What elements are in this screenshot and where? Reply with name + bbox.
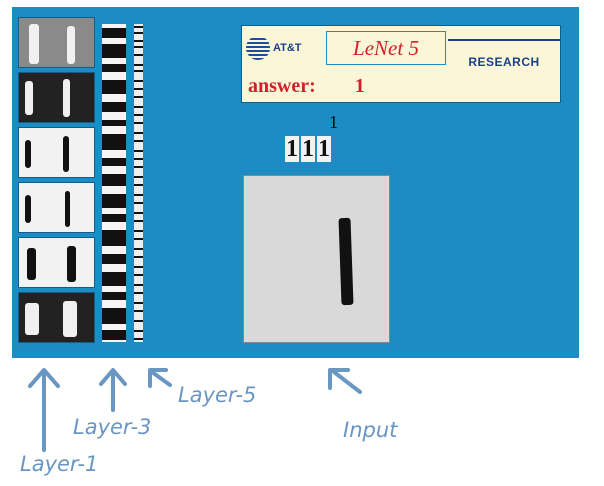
candidate-digit: 1	[317, 136, 331, 162]
layer-5-label: Layer-5	[178, 383, 257, 407]
division-name: RESEARCH	[448, 39, 560, 69]
top-prediction-digit: 1	[329, 112, 338, 132]
layer-1-arrow	[28, 368, 60, 452]
layer-5-units	[134, 24, 143, 342]
feature-map	[18, 292, 95, 343]
brand-name: AT&T	[273, 42, 302, 54]
layer-1-feature-maps	[18, 17, 95, 343]
feature-map	[18, 72, 95, 123]
feature-map	[18, 182, 95, 233]
result-header: AT&T LeNet 5 RESEARCH answer: 1	[241, 25, 561, 103]
layer-3-label: Layer-3	[73, 415, 152, 439]
globe-icon	[246, 36, 270, 60]
answer-row: answer: 1	[248, 75, 365, 98]
feature-map	[18, 237, 95, 288]
input-arrow	[328, 368, 362, 394]
candidate-digit: 1	[285, 136, 299, 162]
input-image	[243, 175, 390, 343]
feature-map	[18, 127, 95, 178]
layer-5-arrow	[148, 368, 172, 388]
layer-3-arrow	[99, 368, 127, 412]
product-name: LeNet 5	[326, 31, 446, 65]
answer-label: answer:	[248, 75, 316, 97]
att-logo: AT&T	[246, 30, 324, 66]
layer-3-feature-maps	[102, 24, 126, 342]
feature-map	[18, 17, 95, 68]
candidate-digits: 1 1 1	[285, 136, 331, 162]
input-label: Input	[343, 418, 398, 442]
layer-1-label: Layer-1	[20, 452, 99, 476]
candidate-digit: 1	[301, 136, 315, 162]
answer-value: 1	[354, 75, 365, 97]
